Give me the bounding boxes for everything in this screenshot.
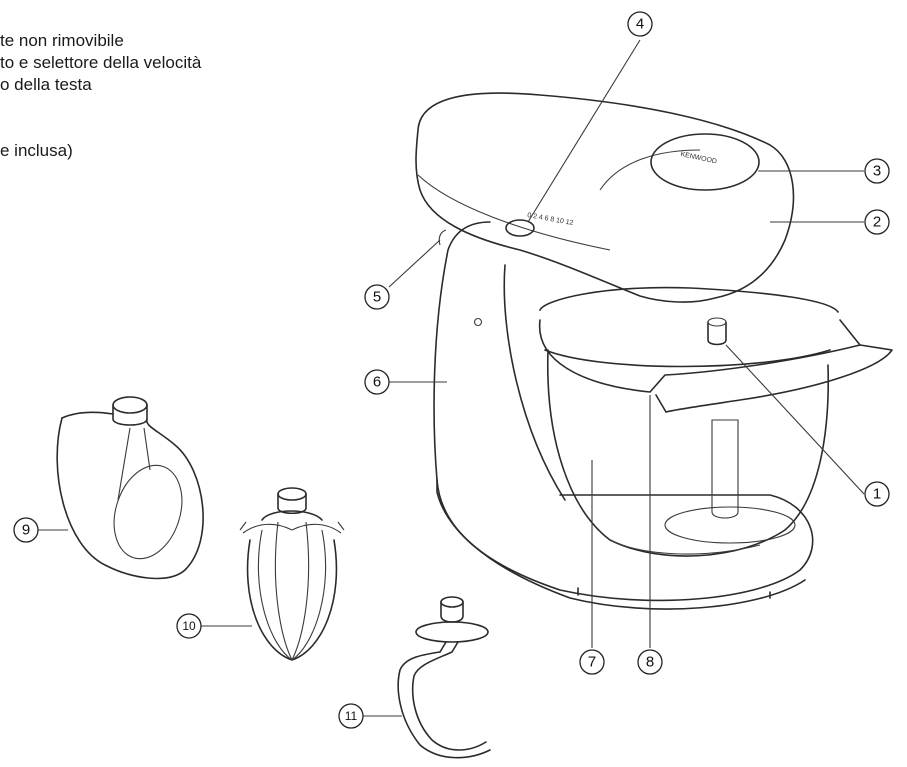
- column-hole: [473, 317, 483, 327]
- callout-label-2: 2: [873, 214, 881, 231]
- callout-label-1: 1: [873, 486, 881, 503]
- callout-6: 6: [364, 369, 447, 395]
- callout-label-7: 7: [588, 654, 596, 671]
- callout-label-5: 5: [373, 289, 381, 306]
- callout-5: 5: [364, 239, 441, 310]
- callout-7: 7: [579, 460, 605, 675]
- callout-label-6: 6: [373, 374, 381, 391]
- k-beater: [56, 396, 204, 580]
- legend-line-3: o della testa: [0, 75, 92, 94]
- callout-2: 2: [770, 209, 890, 235]
- legend-line-2: to e selettore della velocità: [0, 53, 202, 72]
- legend-line-1: te non rimovibile: [0, 31, 124, 50]
- callout-label-9: 9: [22, 522, 30, 539]
- callout-label-3: 3: [873, 163, 881, 180]
- callout-9: 9: [13, 517, 68, 543]
- callout-8: 8: [637, 395, 663, 675]
- head-cover: [650, 133, 760, 191]
- callout-11: 11: [338, 703, 402, 729]
- callout-label-4: 4: [636, 16, 644, 33]
- callout-1: 1: [725, 344, 890, 507]
- whisk: [239, 487, 345, 661]
- dough-hook: [397, 596, 491, 759]
- callout-label-10: 10: [182, 619, 196, 633]
- speed-knob: [505, 219, 535, 237]
- callout-label-11: 11: [345, 709, 358, 723]
- callout-10: 10: [176, 613, 252, 639]
- brand-logo: KENWOOD: [680, 151, 718, 166]
- legend-line-6: e inclusa): [0, 141, 73, 160]
- callout-3: 3: [758, 158, 890, 184]
- callout-4: 4: [527, 11, 653, 223]
- parts-legend: te non rimovibile to e selettore della v…: [0, 30, 201, 162]
- callout-label-8: 8: [646, 654, 654, 671]
